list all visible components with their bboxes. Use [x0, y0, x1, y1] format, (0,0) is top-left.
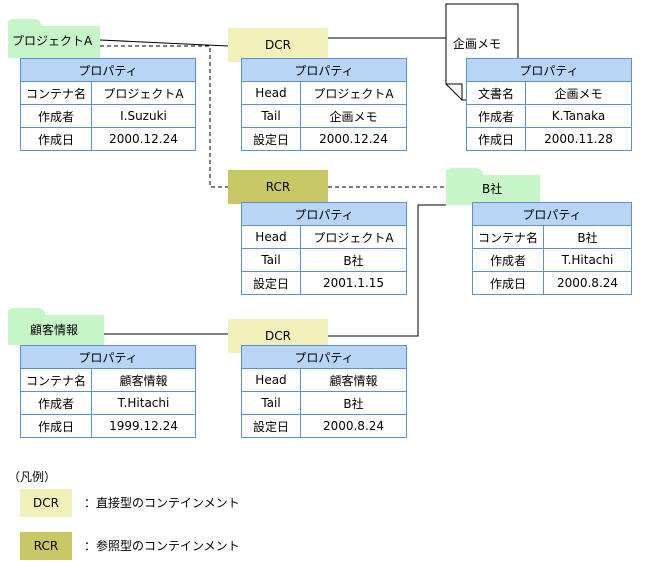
- property-key: 作成日: [472, 271, 544, 295]
- property-header: プロパティ: [466, 58, 632, 82]
- relation-dcr-box: DCR: [228, 28, 328, 62]
- property-key: 設定日: [241, 414, 301, 438]
- property-value: 顧客情報: [300, 368, 407, 392]
- property-value: 1999.12.24: [91, 414, 196, 438]
- folder-projecta-shape: [8, 19, 100, 58]
- property-value: 2000.12.24: [300, 127, 407, 151]
- property-value: 2000.12.24: [91, 127, 196, 151]
- relation-dcr2-label: DCR: [265, 329, 291, 343]
- property-value: T.Hitachi: [91, 391, 196, 415]
- property-value: 2000.8.24: [543, 271, 632, 295]
- property-key: 作成者: [20, 391, 92, 415]
- legend-dcr-swatch: DCR: [20, 489, 72, 517]
- property-key: Tail: [241, 391, 301, 415]
- property-value: 顧客情報: [91, 368, 196, 392]
- property-value: B社: [300, 391, 407, 415]
- property-value: I.Suzuki: [91, 104, 196, 128]
- property-key: 作成日: [466, 127, 526, 151]
- property-key: 作成日: [20, 414, 92, 438]
- property-value: 2000.11.28: [525, 127, 632, 151]
- property-value: B社: [543, 225, 632, 249]
- property-header: プロパティ: [20, 58, 196, 82]
- legend-title: （凡例）: [8, 470, 57, 484]
- property-header: プロパティ: [241, 58, 407, 82]
- line-projecta-rcr: [100, 45, 228, 188]
- legend-dcr-desc: ：直接型のコンテインメント: [84, 496, 240, 510]
- legend-dcr-label: DCR: [33, 496, 59, 510]
- legend-rcr-desc: ：参照型のコンテインメント: [84, 539, 240, 553]
- property-value: 企画メモ: [525, 81, 632, 105]
- property-key: Tail: [241, 248, 301, 272]
- property-value: K.Tanaka: [525, 104, 632, 128]
- property-header: プロパティ: [241, 202, 407, 226]
- property-value: 企画メモ: [300, 104, 407, 128]
- line-dcr-bsha: [328, 204, 446, 337]
- property-key: 設定日: [241, 271, 301, 295]
- property-value: T.Hitachi: [543, 248, 632, 272]
- folder-kokyaku-shape: [8, 308, 104, 345]
- property-key: 作成日: [20, 127, 92, 151]
- property-header: プロパティ: [20, 345, 196, 369]
- property-value: プロジェクトA: [91, 81, 196, 105]
- folder-bsha-shape: [446, 168, 540, 205]
- container-label-bsha: B社: [482, 182, 503, 196]
- property-key: 文書名: [466, 81, 526, 105]
- container-label-kokyaku: 顧客情報: [30, 323, 79, 337]
- property-key: コンテナ名: [20, 81, 92, 105]
- property-value: B社: [300, 248, 407, 272]
- relation-rcr-label: RCR: [265, 180, 291, 194]
- property-key: 作成者: [466, 104, 526, 128]
- property-value: プロジェクトA: [300, 225, 407, 249]
- property-key: Head: [241, 81, 301, 105]
- document-label-memo: 企画メモ: [453, 37, 502, 51]
- property-key: 作成者: [20, 104, 92, 128]
- property-key: 作成者: [472, 248, 544, 272]
- legend-rcr-swatch: RCR: [20, 532, 72, 560]
- property-key: 設定日: [241, 127, 301, 151]
- relation-rcr-box: RCR: [228, 170, 328, 204]
- property-key: Head: [241, 225, 301, 249]
- property-key: コンテナ名: [20, 368, 92, 392]
- property-value: 2000.8.24: [300, 414, 407, 438]
- property-key: Head: [241, 368, 301, 392]
- relation-dcr-label: DCR: [265, 38, 291, 52]
- property-key: コンテナ名: [472, 225, 544, 249]
- legend-rcr-label: RCR: [33, 539, 59, 553]
- property-header: プロパティ: [241, 345, 407, 369]
- container-label-projecta: プロジェクトA: [12, 34, 93, 48]
- property-key: Tail: [241, 104, 301, 128]
- property-value: 2001.1.15: [300, 271, 407, 295]
- property-value: プロジェクトA: [300, 81, 407, 105]
- line-projecta-dcr: [99, 39, 229, 47]
- property-header: プロパティ: [472, 202, 632, 226]
